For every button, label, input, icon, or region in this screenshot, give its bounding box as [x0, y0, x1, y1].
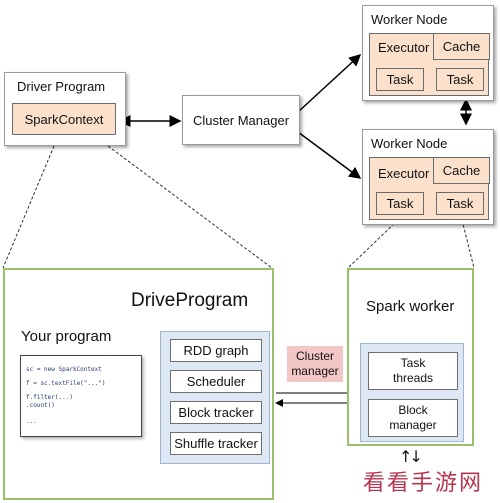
spark-context-box: SparkContext — [12, 103, 116, 135]
worker-node-1: Worker Node Executor Cache Task Task — [362, 5, 494, 101]
worker-node-2-title: Worker Node — [371, 136, 448, 151]
rdd-graph-box: RDD graph — [170, 339, 262, 362]
scheduler-label: Scheduler — [186, 374, 246, 389]
block-manager-box: Block manager — [368, 399, 458, 437]
task-threads-box: Task threads — [368, 352, 458, 390]
code-line-5: ... — [26, 418, 37, 425]
drive-program-panel: DriveProgram Your program sc = new Spark… — [3, 268, 274, 500]
driver-components-panel: RDD graph Scheduler Block tracker Shuffl… — [160, 331, 270, 464]
up-down-arrows-icon: ↑↓ — [399, 447, 423, 466]
worker-node-2-cache: Cache — [433, 157, 490, 184]
zoom-line-driver-left — [2, 145, 55, 269]
code-snippet: sc = new SparkContext f = sc.textFile(".… — [20, 355, 142, 437]
worker-node-1-title: Worker Node — [371, 12, 448, 27]
driver-program-box: Driver Program SparkContext — [4, 72, 126, 146]
shuffle-tracker-box: Shuffle tracker — [170, 432, 262, 455]
code-line-1: sc = new SparkContext — [26, 366, 102, 373]
shuffle-tracker-label: Shuffle tracker — [174, 436, 258, 451]
code-line-3: f.filter(...) — [26, 394, 73, 401]
spark-worker-title: Spark worker — [366, 298, 455, 315]
your-program-label: Your program — [21, 328, 112, 345]
zoom-line-driver-right — [107, 145, 273, 269]
worker-node-2-task-2: Task — [436, 192, 484, 215]
zoom-line-worker-right — [461, 219, 475, 269]
worker-node-2-executor: Executor Cache Task Task — [369, 157, 490, 220]
arrow-cluster-worker1 — [297, 53, 362, 113]
worker-node-2-executor-label: Executor — [378, 166, 430, 181]
watermark: 看看手游网 — [348, 462, 498, 500]
drive-program-title: DriveProgram — [131, 290, 249, 311]
block-manager-label: Block manager — [389, 403, 437, 432]
worker-node-1-task-2: Task — [436, 68, 484, 91]
worker-node-2-task-1: Task — [376, 192, 424, 215]
driver-program-title: Driver Program — [17, 79, 106, 94]
spark-worker-panel: Spark worker Task threads Block manager — [347, 268, 474, 446]
worker-node-1-executor: Executor Cache Task Task — [369, 33, 490, 96]
worker-node-1-cache: Cache — [433, 33, 490, 60]
zoom-line-worker-left — [347, 219, 399, 269]
scheduler-box: Scheduler — [170, 370, 262, 393]
task-threads-label: Task threads — [392, 356, 434, 385]
block-tracker-label: Block tracker — [178, 405, 254, 420]
block-tracker-box: Block tracker — [170, 401, 262, 424]
worker-node-2-cache-label: Cache — [442, 163, 481, 178]
worker-node-1-task-1-label: Task — [386, 72, 414, 87]
worker-node-2-task-1-label: Task — [386, 196, 414, 211]
code-line-4: .count() — [26, 402, 55, 409]
cluster-manager-box: Cluster Manager — [182, 95, 300, 145]
cluster-manager-label: Cluster Manager — [192, 112, 290, 128]
code-line-2: f = sc.textFile("...") — [26, 380, 106, 387]
worker-node-1-task-1: Task — [376, 68, 424, 91]
cluster-manager-link-label: Cluster manager — [287, 346, 343, 382]
worker-node-2: Worker Node Executor Cache Task Task — [362, 129, 494, 225]
worker-node-1-task-2-label: Task — [446, 72, 474, 87]
arrow-cluster-worker2 — [297, 131, 362, 179]
spark-context-label: SparkContext — [24, 111, 104, 127]
rdd-graph-label: RDD graph — [183, 343, 249, 358]
worker-node-2-task-2-label: Task — [446, 196, 474, 211]
worker-node-1-cache-label: Cache — [442, 39, 481, 54]
worker-components-panel: Task threads Block manager — [360, 343, 464, 442]
worker-node-1-executor-label: Executor — [378, 40, 430, 55]
